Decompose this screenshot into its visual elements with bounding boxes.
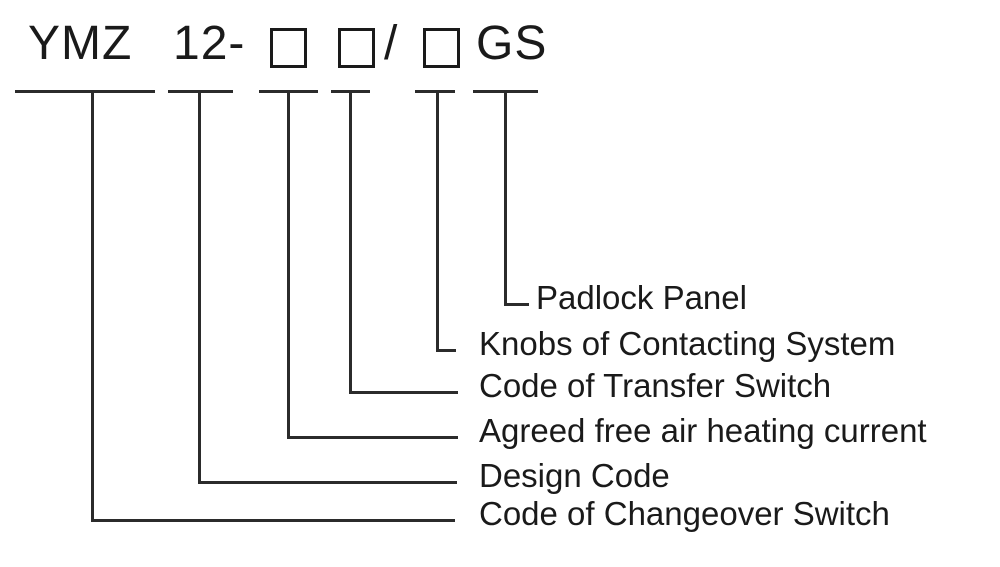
pointer-vline-padlock (504, 90, 507, 306)
pointer-vline-design-code (198, 90, 201, 484)
placeholder-box-icon-1 (270, 28, 307, 68)
pointer-hline-changeover-switch (91, 519, 455, 522)
label-padlock-panel: Padlock Panel (536, 279, 747, 316)
label-agreed-free-air-heating-current: Agreed free air heating current (479, 412, 927, 449)
label-code-of-transfer-switch: Code of Transfer Switch (479, 367, 832, 404)
design-code-text: 12- (173, 17, 246, 70)
pointer-vline-transfer-switch (349, 90, 352, 394)
suffix-text: GS (476, 17, 548, 70)
pointer-hline-design-code (198, 481, 457, 484)
label-design-code: Design Code (479, 457, 670, 494)
pointer-hline-padlock (504, 303, 529, 306)
label-code-of-changeover-switch: Code of Changeover Switch (479, 495, 890, 532)
pointer-vline-changeover-switch (91, 90, 94, 522)
pointer-vline-heating-current (287, 90, 290, 439)
pointer-hline-transfer-switch (349, 391, 458, 394)
underline-knobs (415, 90, 455, 93)
pointer-hline-knobs (436, 349, 456, 352)
separator-slash-text: / (384, 17, 399, 70)
pointer-hline-heating-current (287, 436, 458, 439)
underline-series (15, 90, 155, 93)
model-series-text: YMZ (28, 17, 133, 70)
label-knobs-of-contacting-system: Knobs of Contacting System (479, 325, 896, 362)
placeholder-box-icon-3 (423, 28, 460, 68)
placeholder-box-icon-2 (338, 28, 375, 68)
pointer-vline-knobs (436, 90, 439, 352)
